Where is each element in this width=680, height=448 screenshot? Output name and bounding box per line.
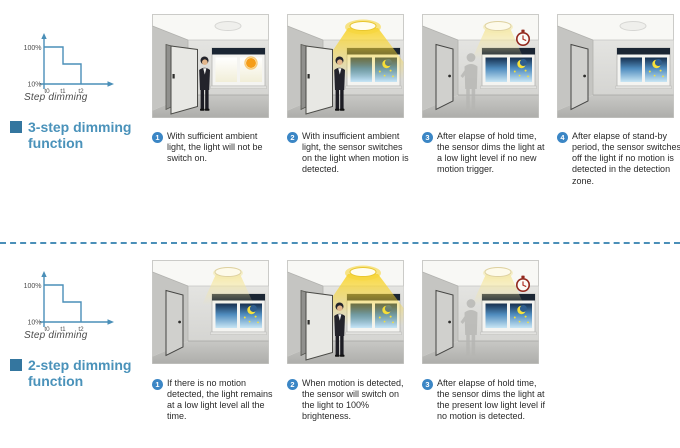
graph-caption: Step dimming xyxy=(24,92,88,103)
step-curve xyxy=(44,46,82,84)
ceiling-lamp-off-icon xyxy=(619,21,647,31)
y-max-label: 100% xyxy=(24,283,42,290)
step-text: When motion is detected, the sensor will… xyxy=(302,378,404,422)
step-note-1: 1 If there is no motion detected, the li… xyxy=(152,378,278,423)
step-note-4: 4 After elapse of stand-by period, the s… xyxy=(557,131,680,187)
x-axis-arrow xyxy=(107,319,114,325)
step-number-badge: 1 xyxy=(152,379,163,390)
step-number-badge: 2 xyxy=(287,132,298,143)
y-min-label: 10% xyxy=(27,320,41,327)
y-min-label: 10% xyxy=(27,82,41,89)
step-note-2: 2 With insufficient ambient light, the s… xyxy=(287,131,413,176)
scene-night-light-low-no-motion xyxy=(152,260,269,364)
ceiling-lamp-dim-icon xyxy=(482,20,514,34)
step-dimming-graph-3step: 100% 10% t0 t1 t2 xyxy=(24,33,114,95)
ceiling-lamp-on-icon xyxy=(344,265,382,281)
heading-bullet-icon xyxy=(10,121,22,133)
step-text: With sufficient ambient light, the light… xyxy=(167,131,263,164)
step-number-badge: 2 xyxy=(287,379,298,390)
section-heading-label: 2-step dimming function xyxy=(28,357,132,390)
step-text: With insufficient ambient light, the sen… xyxy=(302,131,409,175)
y-max-label: 100% xyxy=(24,45,42,52)
scene-daylight-person-entering xyxy=(152,14,269,118)
scene-night-light-dimmed-hold-time xyxy=(422,260,539,364)
step-curve xyxy=(44,284,82,322)
tick-t1: t1 xyxy=(60,88,66,95)
ceiling-lamp-off-icon xyxy=(214,21,242,31)
ceiling-lamp-on-icon xyxy=(344,19,382,35)
scene-night-light-dimmed-hold-time xyxy=(422,14,539,118)
heading-bullet-icon xyxy=(10,359,22,371)
step-number-badge: 3 xyxy=(422,132,433,143)
step-number-badge: 1 xyxy=(152,132,163,143)
graph-caption: Step dimming xyxy=(24,330,88,341)
step-text: After elapse of stand-by period, the sen… xyxy=(572,131,680,186)
ceiling-lamp-dim-icon xyxy=(212,266,244,280)
step-note-3: 3 After elapse of hold time, the sensor … xyxy=(422,378,548,423)
step-note-2: 2 When motion is detected, the sensor wi… xyxy=(287,378,413,423)
ceiling-lamp-dim-icon xyxy=(482,266,514,280)
step-dimming-graph-2step: 100% 10% t0 t1 t2 xyxy=(24,271,114,333)
y-axis-arrow xyxy=(41,33,47,39)
tick-t2: t2 xyxy=(78,326,84,333)
x-axis-arrow xyxy=(107,81,114,87)
scene-night-light-on-person-entering xyxy=(287,260,404,364)
tick-t0: t0 xyxy=(44,88,50,95)
tick-t2: t2 xyxy=(78,88,84,95)
scene-night-light-on-person-entering xyxy=(287,14,404,118)
y-axis-arrow xyxy=(41,271,47,277)
section-heading-2step: 2-step dimming function xyxy=(10,357,144,389)
step-number-badge: 4 xyxy=(557,132,568,143)
tick-t0: t0 xyxy=(44,326,50,333)
closed-door-icon xyxy=(435,290,454,356)
section-heading-3step: 3-step dimming function xyxy=(10,119,144,151)
step-number-badge: 3 xyxy=(422,379,433,390)
step-note-3: 3 After elapse of hold time, the sensor … xyxy=(422,131,548,176)
step-text: After elapse of hold time, the sensor di… xyxy=(437,131,545,175)
window-day-sun-icon xyxy=(209,47,268,90)
window-night-moon-icon xyxy=(615,47,672,90)
closed-door-icon xyxy=(435,44,454,110)
step-note-1: 1 With sufficient ambient light, the lig… xyxy=(152,131,278,164)
step-text: After elapse of hold time, the sensor di… xyxy=(437,378,546,422)
section-heading-label: 3-step dimming function xyxy=(28,119,132,152)
section-divider xyxy=(0,242,680,244)
closed-door-icon xyxy=(165,290,184,356)
scene-night-light-off-empty xyxy=(557,14,674,118)
tick-t1: t1 xyxy=(60,326,66,333)
closed-door-icon xyxy=(570,44,589,110)
step-text: If there is no motion detected, the ligh… xyxy=(167,378,273,422)
